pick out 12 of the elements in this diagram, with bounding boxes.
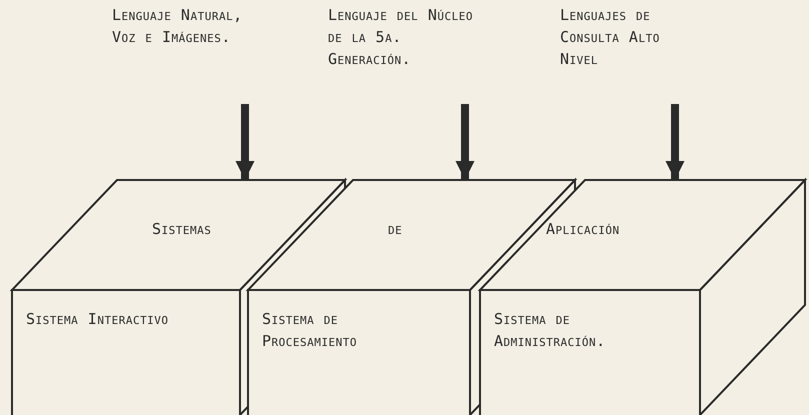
caption-text: Lenguajes de Consulta Alto Nivel	[560, 5, 661, 70]
front-face-label: Sistema Interactivo	[26, 309, 170, 330]
top-face-label: de	[388, 219, 402, 240]
arrow	[235, 104, 255, 180]
top-face-label: Sistemas	[152, 219, 212, 240]
caption-text: Lenguaje del Núcleo de la 5a. Generación.	[328, 5, 474, 70]
arrow	[665, 104, 685, 180]
caption-text: Lenguaje Natural, Voz e Imágenes.	[112, 5, 244, 48]
arrow	[455, 104, 475, 180]
front-face-label: Sistema de Procesamiento	[262, 309, 358, 352]
top-face-label: Aplicación	[546, 219, 620, 240]
front-face-label: Sistema de Administración.	[494, 309, 607, 352]
